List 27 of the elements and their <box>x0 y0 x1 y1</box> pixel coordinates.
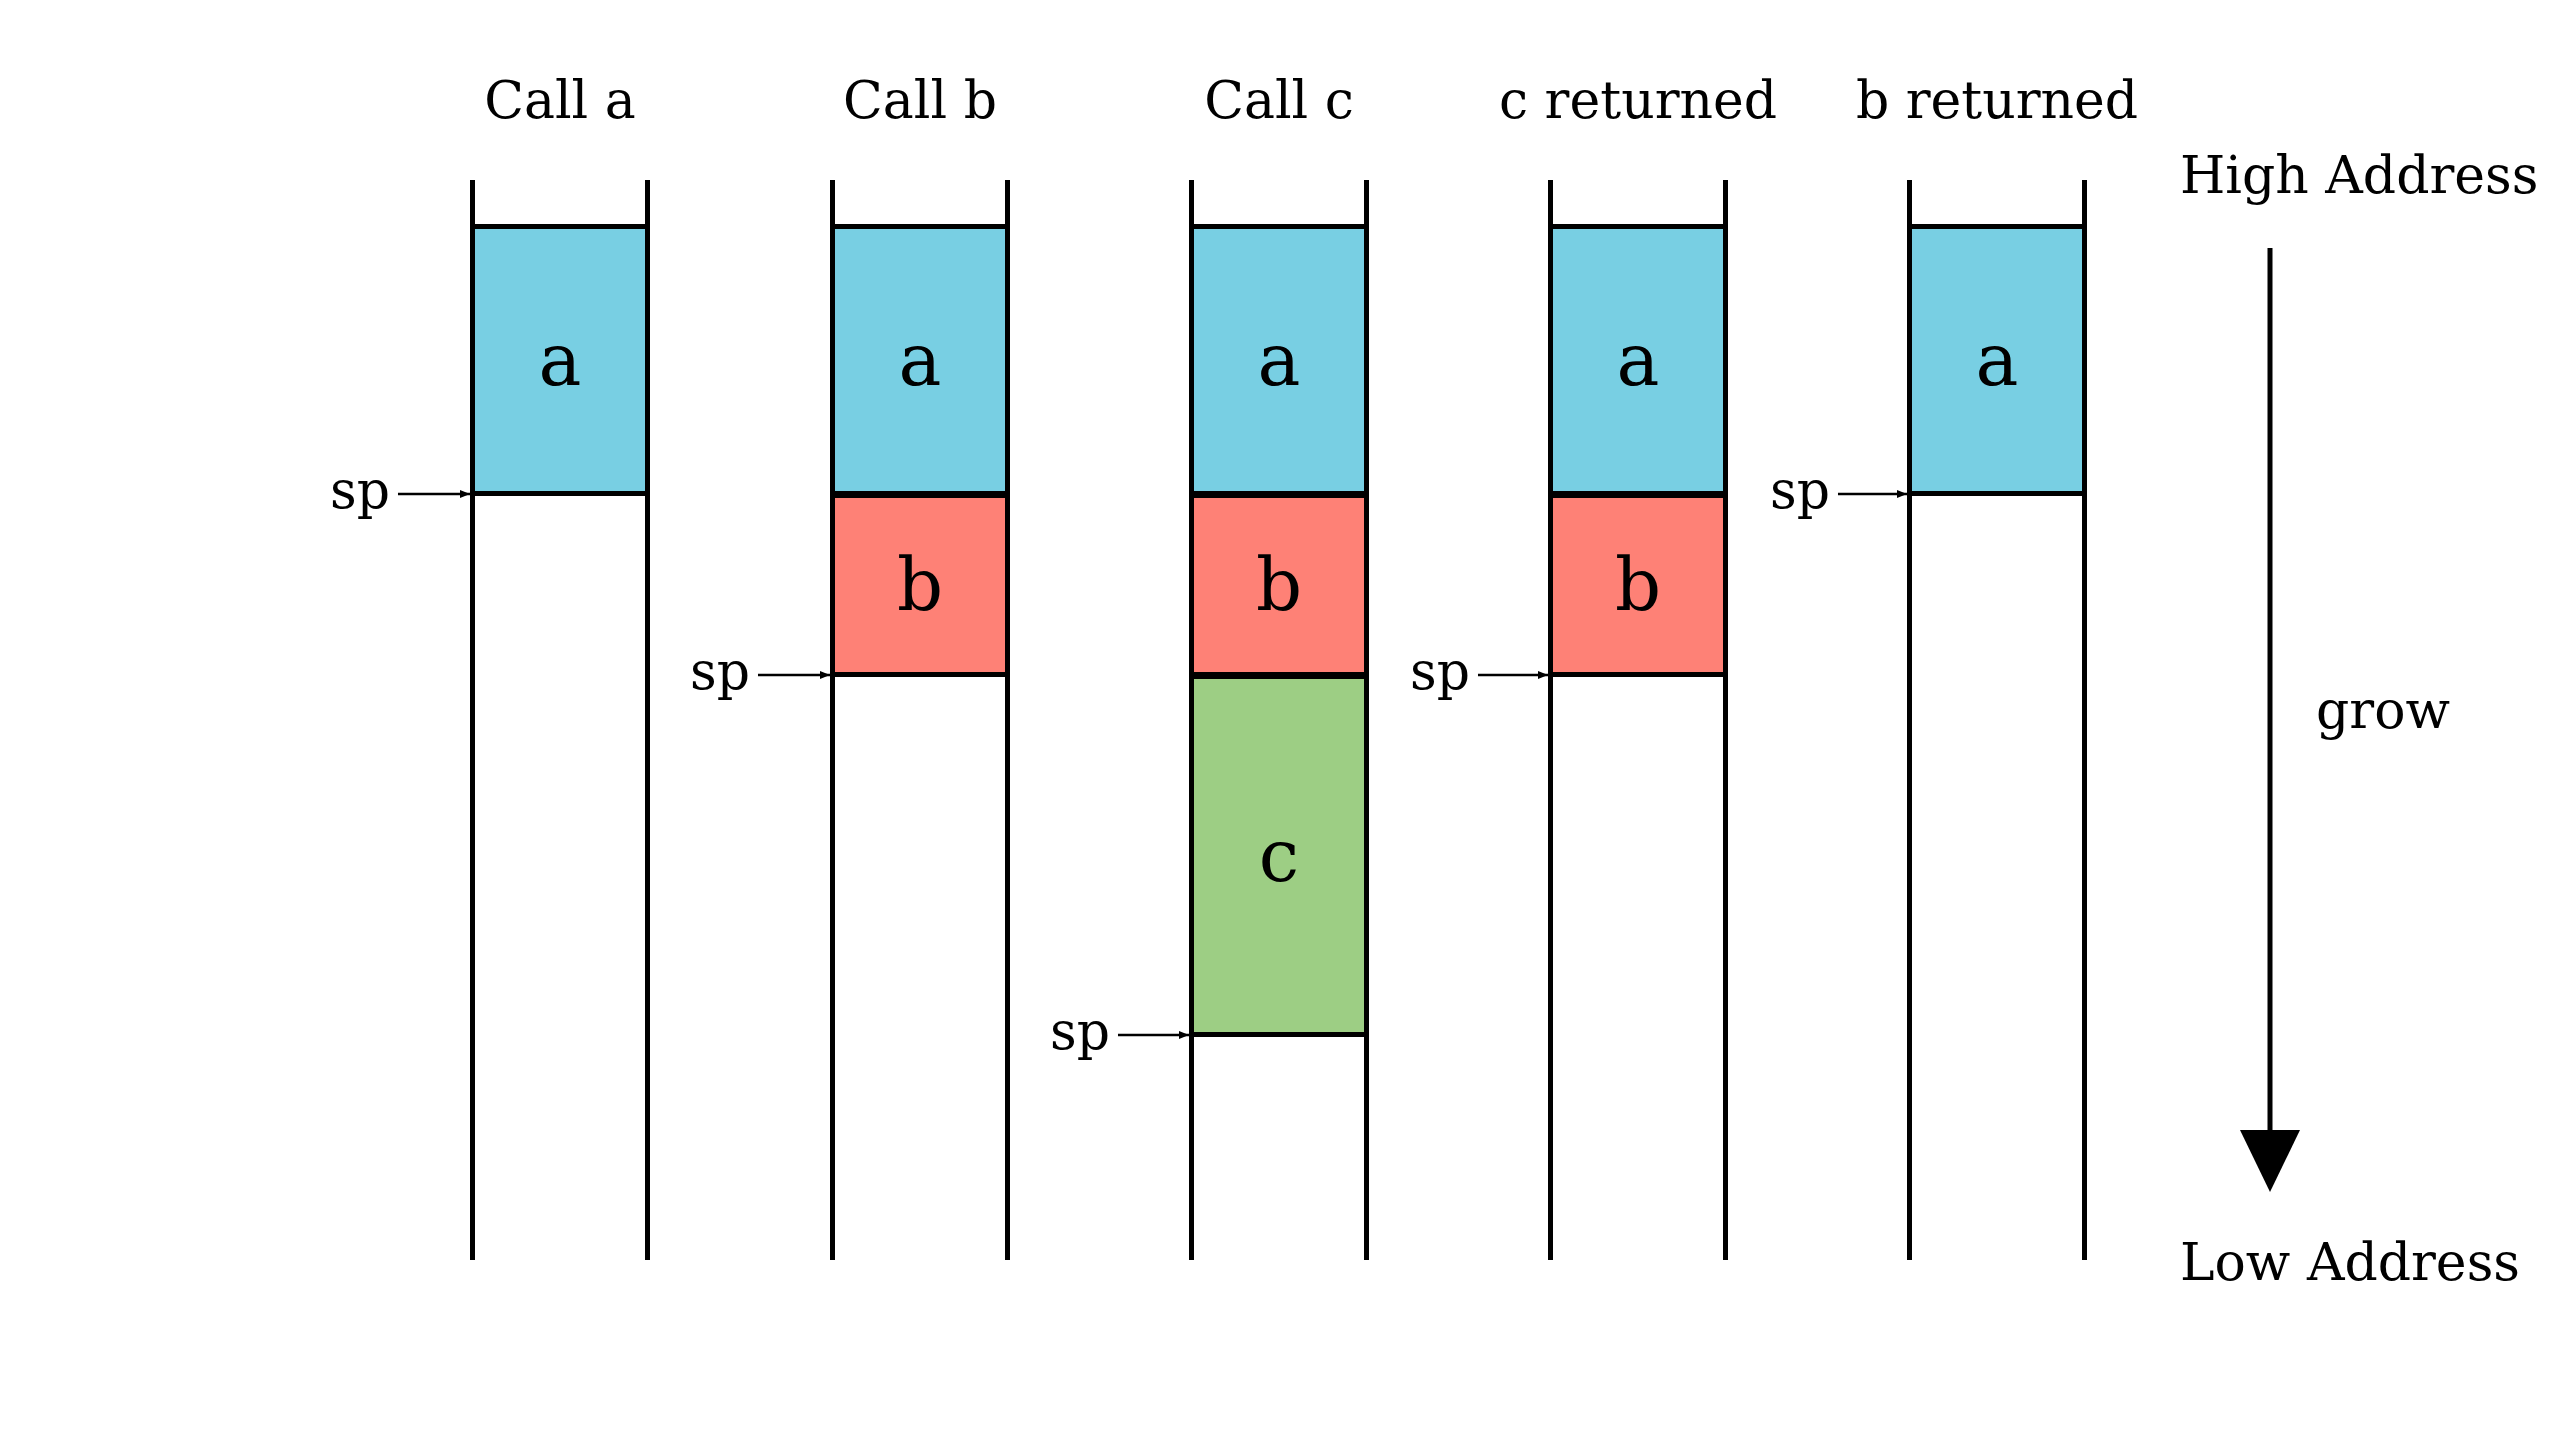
column-heading: c returned <box>1498 70 1778 130</box>
column-heading: Call c <box>1204 70 1354 130</box>
stack-pointer-label: sp <box>1770 462 1830 518</box>
arrow <box>398 490 470 498</box>
stack-frame: a <box>1553 224 1723 496</box>
arrow <box>1838 490 1907 498</box>
stack-pointer-label: sp <box>330 462 390 518</box>
stack-frame: c <box>1194 674 1364 1037</box>
stack-frame: b <box>835 493 1005 677</box>
address-label: Low Address <box>2180 1232 2520 1292</box>
stack-pointer-label: sp <box>1410 643 1470 699</box>
stack-pointer-label: sp <box>1050 1003 1110 1059</box>
stack-frame: b <box>1553 493 1723 677</box>
stack-frame: a <box>475 224 645 496</box>
stack-frame: a <box>835 224 1005 496</box>
stack-pointer-label: sp <box>690 643 750 699</box>
arrow <box>1118 1031 1189 1039</box>
address-label: High Address <box>2180 145 2539 205</box>
direction-label: grow <box>2316 680 2450 740</box>
column-heading: Call b <box>843 70 997 130</box>
column-heading: b returned <box>1855 70 2139 130</box>
stack-frame: a <box>1194 224 1364 496</box>
stack-frame: b <box>1194 493 1364 677</box>
column-heading: Call a <box>484 70 636 130</box>
stack-frame: a <box>1912 224 2082 496</box>
arrow <box>1478 671 1548 679</box>
arrow <box>758 671 830 679</box>
